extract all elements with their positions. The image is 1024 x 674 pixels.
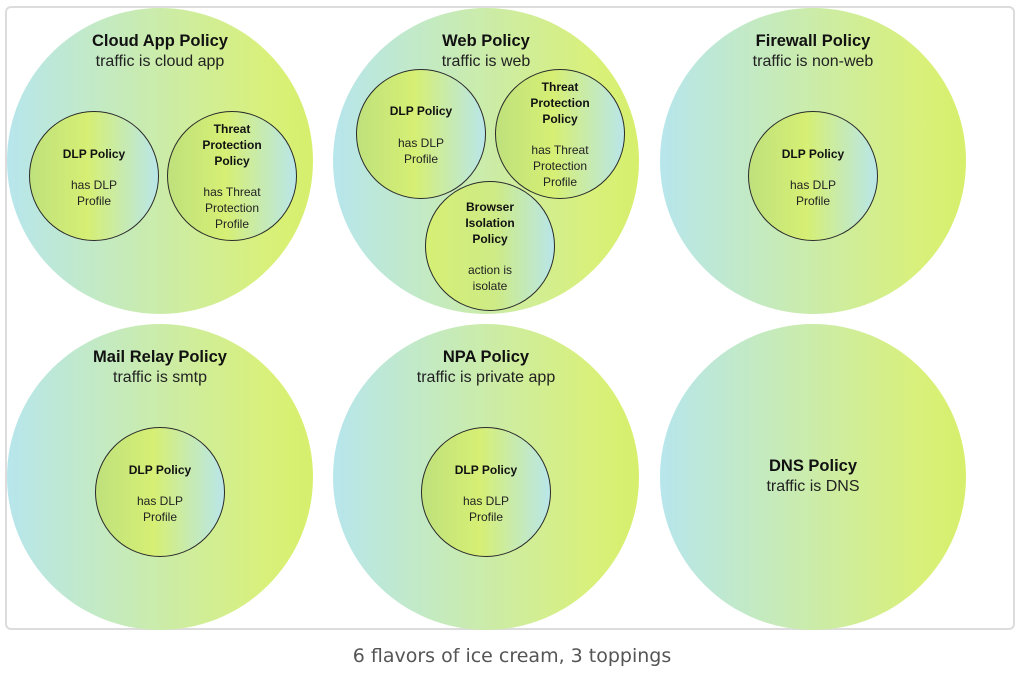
- sub-policy-title: Threat Protection Policy: [202, 122, 262, 168]
- policy-subtitle: traffic is web: [441, 53, 531, 70]
- policy-title: Mail Relay Policy: [93, 348, 227, 366]
- sub-policy-title: Browser Isolation Policy: [465, 200, 515, 246]
- policy-title: Firewall Policy: [755, 32, 871, 50]
- policy-subtitle: traffic is non-web: [752, 53, 874, 70]
- sub-policy-title: Threat Protection Policy: [530, 80, 590, 126]
- sub-policy-detail: has DLP Profile: [462, 494, 510, 524]
- sub-policy-title: DLP Policy: [389, 104, 453, 118]
- sub-policy-title: DLP Policy: [781, 147, 845, 161]
- sub-policy-title: DLP Policy: [62, 147, 126, 161]
- sub-policy-detail: has Threat Protection Profile: [531, 143, 589, 189]
- figure-caption: 6 flavors of ice cream, 3 toppings: [352, 645, 672, 667]
- sub-policy-detail: has DLP Profile: [397, 136, 445, 166]
- sub-policy-detail: has Threat Protection Profile: [203, 185, 261, 231]
- web-dlp-policy-circle: DLP Policy has DLP Profile: [356, 69, 486, 199]
- sub-policy-detail: action is isolate: [467, 263, 513, 293]
- policy-subtitle: traffic is private app: [416, 369, 556, 386]
- policy-title: Cloud App Policy: [92, 32, 228, 50]
- firewall-policy-circle: Firewall Policy traffic is non-web: [660, 8, 966, 314]
- sub-policy-detail: has DLP Profile: [789, 178, 837, 208]
- sub-policy-detail: has DLP Profile: [136, 494, 184, 524]
- cloud-app-threat-protection-policy-circle: Threat Protection Policy has Threat Prot…: [167, 111, 297, 241]
- sub-policy-title: DLP Policy: [454, 463, 518, 477]
- web-browser-isolation-policy-circle: Browser Isolation Policy action is isola…: [425, 181, 555, 311]
- mail-relay-dlp-policy-circle: DLP Policy has DLP Profile: [95, 427, 225, 557]
- policy-title: NPA Policy: [442, 348, 530, 366]
- policy-title: DNS Policy: [768, 457, 858, 475]
- sub-policy-title: DLP Policy: [128, 463, 192, 477]
- policy-subtitle: traffic is smtp: [113, 369, 207, 386]
- policy-subtitle: traffic is DNS: [766, 478, 860, 495]
- web-threat-protection-policy-circle: Threat Protection Policy has Threat Prot…: [495, 69, 625, 199]
- npa-dlp-policy-circle: DLP Policy has DLP Profile: [421, 427, 551, 557]
- cloud-app-dlp-policy-circle: DLP Policy has DLP Profile: [29, 111, 159, 241]
- policy-title: Web Policy: [442, 32, 530, 50]
- firewall-dlp-policy-circle: DLP Policy has DLP Profile: [748, 111, 878, 241]
- sub-policy-detail: has DLP Profile: [70, 178, 118, 208]
- policy-subtitle: traffic is cloud app: [95, 53, 225, 70]
- dns-policy-circle: DNS Policy traffic is DNS: [660, 324, 966, 630]
